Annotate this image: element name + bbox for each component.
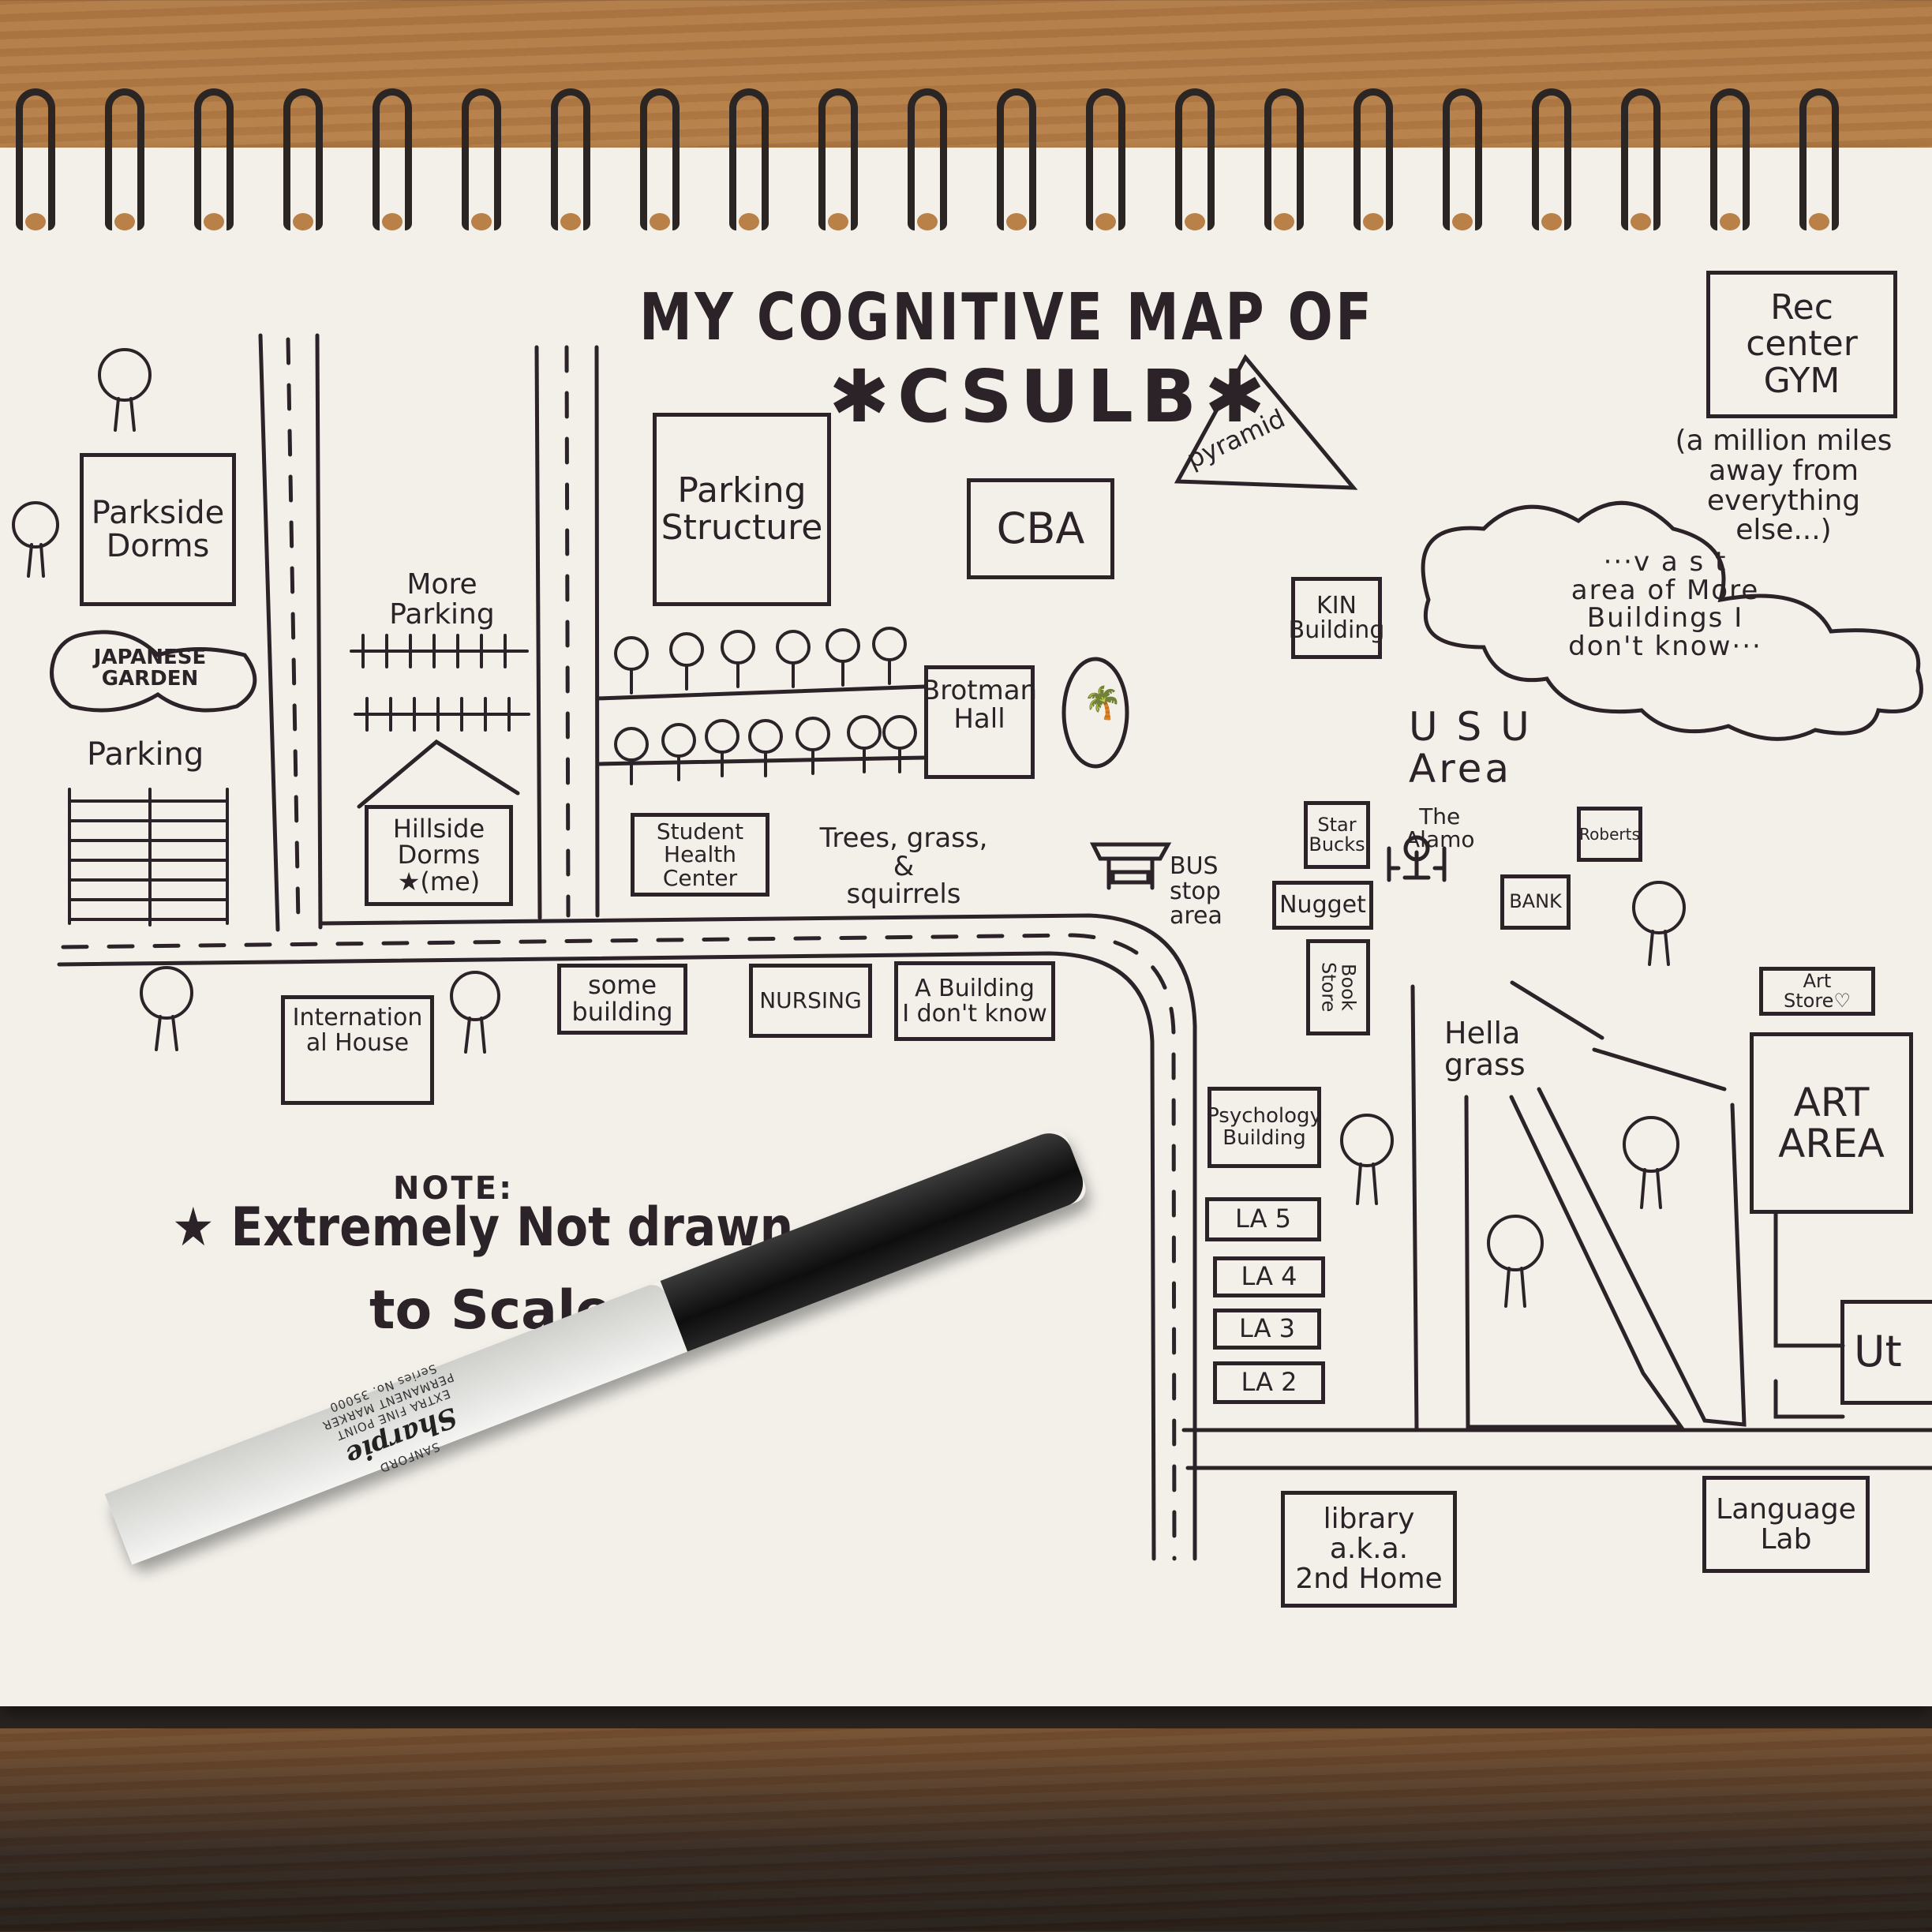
spiral-ring <box>283 88 323 230</box>
rec-center-gym: Rec center GYM <box>1706 271 1897 418</box>
student-health-center: Student Health Center <box>631 813 769 897</box>
spiral-ring <box>462 88 501 230</box>
la5-building: LA 5 <box>1205 1197 1321 1241</box>
spiral-ring <box>194 88 234 230</box>
parking-label: Parking <box>87 736 204 773</box>
spiral-ring <box>1175 88 1215 230</box>
spiral-ring <box>1264 88 1304 230</box>
hella-grass-label: Hella grass <box>1444 1016 1526 1082</box>
nugget: Nugget <box>1272 881 1373 930</box>
la3-building: LA 3 <box>1213 1309 1321 1350</box>
spiral-ring <box>818 88 858 230</box>
spiral-ring <box>1443 88 1482 230</box>
brotman-hall: Brotman Hall <box>922 665 1037 779</box>
bookstore: Book Store <box>1306 939 1370 1035</box>
nursing: NURSING <box>749 964 872 1038</box>
page-subtitle: ✱CSULB✱ <box>829 354 1274 439</box>
la2-building: LA 2 <box>1213 1361 1325 1404</box>
kin-building: KIN Building <box>1289 577 1384 659</box>
starbucks: Star Bucks <box>1304 801 1370 869</box>
art-area: ART AREA <box>1750 1032 1913 1214</box>
japanese-garden: JAPANESE GARDEN <box>93 646 207 691</box>
palm-tree-icon: 🌴 <box>1083 685 1122 721</box>
more-parking-label: More Parking <box>389 568 495 631</box>
page-title: MY COGNITIVE MAP OF <box>639 280 1375 355</box>
note-line-1: ★ Extremely Not drawn <box>172 1196 794 1259</box>
usu-area-label: U S U Area <box>1409 704 1533 792</box>
spiral-ring <box>16 88 55 230</box>
spiral-ring <box>1086 88 1125 230</box>
language-lab: Language Lab <box>1702 1476 1870 1573</box>
la4-building: LA 4 <box>1213 1256 1325 1297</box>
spiral-ring <box>373 88 412 230</box>
cloud-unknown-buildings: ···v a s t area of More Buildings I don'… <box>1568 546 1762 663</box>
bank: BANK <box>1500 874 1571 930</box>
spiral-ring <box>1532 88 1571 230</box>
cba-building: CBA <box>967 478 1114 579</box>
library: library a.k.a. 2nd Home <box>1281 1491 1457 1608</box>
roberts: Roberts <box>1577 807 1642 862</box>
spiral-ring <box>1354 88 1393 230</box>
hillside-dorms: Hillside Dorms ★(me) <box>365 805 513 906</box>
some-building: some building <box>557 964 687 1035</box>
rec-center-note: (a million miles away from everything el… <box>1675 425 1893 547</box>
spiral-ring <box>1799 88 1839 230</box>
a-building-i-dont-know: A Building I don't know <box>894 961 1055 1041</box>
spiral-ring <box>551 88 590 230</box>
spiral-ring <box>997 88 1036 230</box>
the-alamo-label: The Alamo <box>1405 803 1475 853</box>
spiral-ring <box>1621 88 1661 230</box>
spiral-ring <box>105 88 144 230</box>
spiral-ring <box>640 88 680 230</box>
parkside-dorms: Parkside Dorms <box>80 453 236 606</box>
spiral-ring <box>1710 88 1750 230</box>
note-heading: NOTE: <box>393 1170 515 1207</box>
art-store: Art Store♡ <box>1759 967 1875 1016</box>
spiral-ring <box>729 88 769 230</box>
bus-stop-label: BUS stop area <box>1170 852 1222 930</box>
trees-grass-squirrels-note: Trees, grass, & squirrels <box>819 822 988 911</box>
psychology-building: Psychology Building <box>1207 1087 1322 1168</box>
spiral-ring <box>908 88 947 230</box>
parking-structure: Parking Structure <box>653 413 831 606</box>
international-house: Internation al House <box>281 995 434 1105</box>
ut-building: Ut <box>1840 1300 1932 1405</box>
